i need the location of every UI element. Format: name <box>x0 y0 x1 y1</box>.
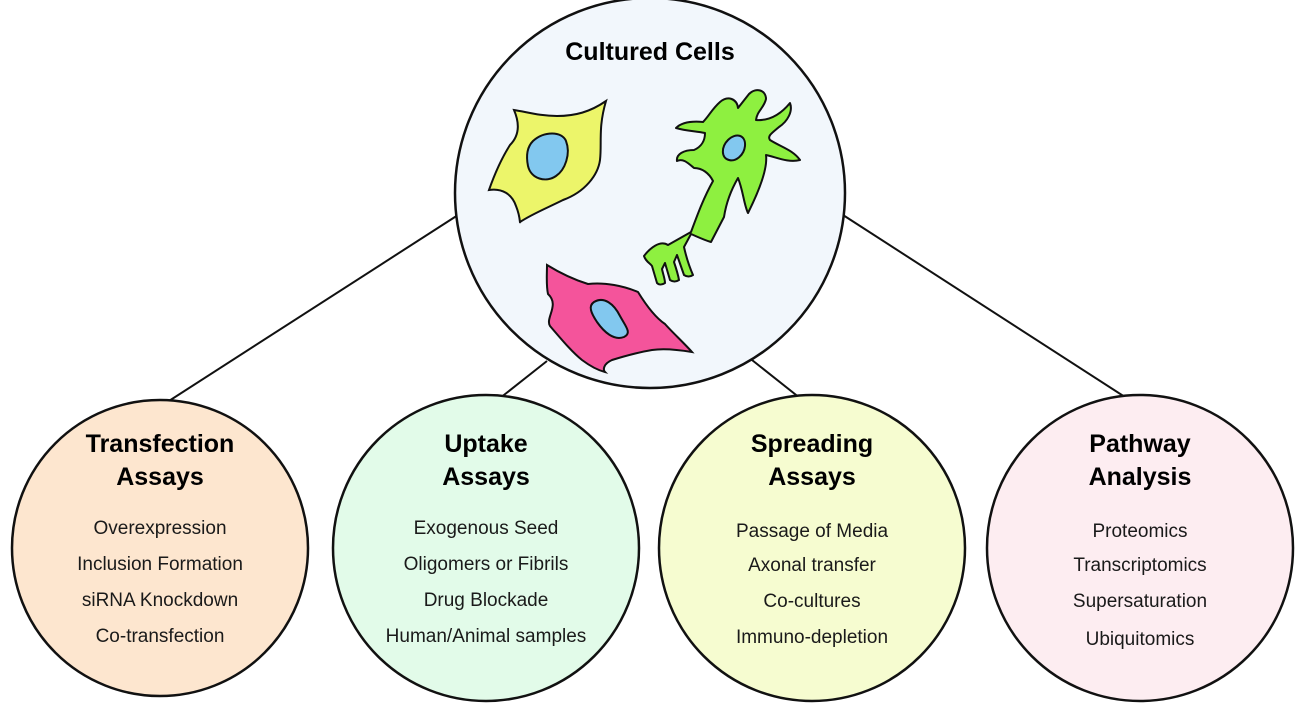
connector-pathway <box>842 214 1143 409</box>
pink-cell-nucleus <box>589 298 629 339</box>
pathway-title-line1: Pathway <box>1089 430 1191 458</box>
uptake-title-line1: Uptake <box>444 430 527 458</box>
transfection-title-line2: Assays <box>116 463 204 491</box>
pathway-item: Proteomics <box>1092 521 1187 542</box>
category-uptake-assays: Uptake Assays Exogenous Seed Oligomers o… <box>331 393 641 703</box>
spreading-item: Axonal transfer <box>748 555 876 576</box>
center-node: Cultured Cells <box>453 0 847 390</box>
transfection-item: Inclusion Formation <box>77 554 243 575</box>
connector-transfection <box>157 214 459 409</box>
green-neuron-icon <box>643 89 801 286</box>
transfection-item: siRNA Knockdown <box>82 590 238 611</box>
transfection-item: Co-transfection <box>96 626 225 647</box>
green-neuron-nucleus <box>721 134 747 162</box>
pathway-item: Supersaturation <box>1073 591 1207 612</box>
spreading-title-line2: Assays <box>768 463 856 491</box>
transfection-title-line1: Transfection <box>86 430 235 458</box>
pathway-item: Transcriptomics <box>1073 555 1206 576</box>
uptake-item: Human/Animal samples <box>386 626 587 647</box>
uptake-item: Oligomers or Fibrils <box>404 554 569 575</box>
green-neuron-body <box>643 89 801 286</box>
spreading-circle <box>657 393 967 703</box>
pathway-item: Ubiquitomics <box>1086 629 1195 650</box>
uptake-circle <box>331 393 641 703</box>
yellow-cell-nucleus <box>526 132 569 181</box>
pathway-circle <box>985 393 1295 703</box>
spreading-item: Immuno-depletion <box>736 627 888 648</box>
pathway-title-line2: Analysis <box>1089 463 1192 491</box>
uptake-item: Drug Blockade <box>424 590 549 611</box>
transfection-item: Overexpression <box>93 518 226 539</box>
center-title: Cultured Cells <box>565 38 734 66</box>
yellow-cell-icon <box>487 98 608 224</box>
pink-cell-icon <box>545 263 695 374</box>
category-pathway-analysis: Pathway Analysis Proteomics Transcriptom… <box>985 393 1295 703</box>
uptake-item: Exogenous Seed <box>414 518 559 539</box>
spreading-title-line1: Spreading <box>751 430 873 458</box>
uptake-title-line2: Assays <box>442 463 530 491</box>
transfection-circle <box>10 398 310 698</box>
category-spreading-assays: Spreading Assays Passage of Media Axonal… <box>657 393 967 703</box>
spreading-item: Passage of Media <box>736 521 889 542</box>
connector-lines <box>157 214 1143 409</box>
category-transfection-assays: Transfection Assays Overexpression Inclu… <box>10 398 310 698</box>
spreading-item: Co-cultures <box>763 591 860 612</box>
